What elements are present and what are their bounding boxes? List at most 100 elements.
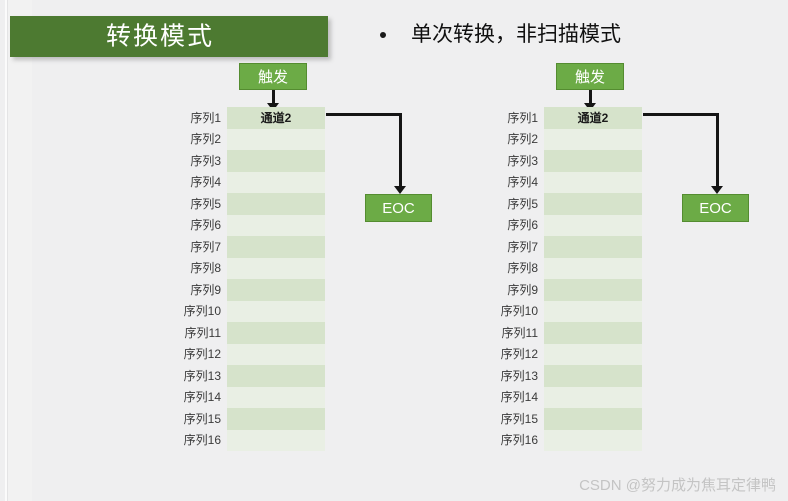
sequence-row-cell (227, 279, 325, 301)
sequence-row-cell (227, 171, 325, 193)
sequence-row-label: 序列13 (500, 368, 538, 383)
sequence-row: 序列11 (472, 322, 644, 344)
trigger-arrow-shaft (272, 90, 275, 105)
sequence-row-label: 序列1 (507, 110, 538, 125)
sequence-row: 序列9 (155, 279, 327, 301)
sequence-row-cell (227, 300, 325, 322)
connector-vertical (399, 113, 402, 188)
sequence-row: 序列5 (472, 193, 644, 215)
sequence-row-label: 序列16 (500, 433, 538, 448)
sequence-row: 序列7 (155, 236, 327, 258)
eoc-box: EOC (365, 194, 432, 222)
sequence-row: 序列9 (472, 279, 644, 301)
sequence-row-cell (544, 300, 642, 322)
sequence-row-cell (544, 322, 642, 344)
sequence-row-cell (544, 214, 642, 236)
sequence-row-cell (227, 214, 325, 236)
sequence-row-label: 序列5 (190, 196, 221, 211)
connector-vertical (716, 113, 719, 188)
sequence-row: 序列16 (155, 429, 327, 451)
sequence-row: 序列3 (155, 150, 327, 172)
sequence-row: 序列1 通道2 (472, 107, 644, 129)
sequence-row-cell (227, 322, 325, 344)
sequence-row: 序列15 (472, 408, 644, 430)
sequence-row: 序列11 (155, 322, 327, 344)
sequence-row-cell (227, 408, 325, 430)
bullet-dot-icon (380, 31, 386, 38)
slide-edge-shadow (7, 0, 8, 501)
sequence-row-label: 序列8 (190, 261, 221, 276)
sequence-row-cell (544, 150, 642, 172)
sequence-row-label: 序列2 (190, 132, 221, 147)
sequence-row-label: 序列12 (183, 347, 221, 362)
bullet-item-label: 单次转换，非扫描模式 (411, 23, 621, 46)
sequence-row-label: 序列7 (190, 239, 221, 254)
sequence-row-label: 序列9 (190, 282, 221, 297)
sequence-row-label: 序列2 (507, 132, 538, 147)
sequence-row-cell (227, 386, 325, 408)
sequence-row: 序列8 (155, 257, 327, 279)
sequence-row: 序列8 (472, 257, 644, 279)
slide-edge-highlight (5, 0, 7, 501)
sequence-row-label: 序列15 (500, 411, 538, 426)
sequence-row-cell (544, 193, 642, 215)
sequence-row-cell (227, 257, 325, 279)
sequence-row: 序列14 (155, 386, 327, 408)
connector-horizontal (643, 113, 719, 116)
sequence-row-label: 序列4 (190, 175, 221, 190)
sequence-row-label: 序列6 (507, 218, 538, 233)
sequence-row-label: 序列1 (190, 110, 221, 125)
sequence-row-cell (544, 408, 642, 430)
sequence-row: 序列5 (155, 193, 327, 215)
sequence-row: 序列10 (472, 300, 644, 322)
sequence-row-cell (227, 150, 325, 172)
sequence-row-label: 序列4 (507, 175, 538, 190)
sequence-row-cell (227, 193, 325, 215)
watermark: CSDN @努力成为焦耳定律鸭 (579, 477, 776, 494)
trigger-arrow-shaft (589, 90, 592, 105)
sequence-row-label: 序列14 (183, 390, 221, 405)
sequence-row: 序列13 (472, 365, 644, 387)
page-title: 转换模式 (105, 22, 214, 50)
sequence-row-label: 序列16 (183, 433, 221, 448)
sequence-row-label: 序列10 (500, 304, 538, 319)
sequence-row: 序列12 (472, 343, 644, 365)
sequence-row-cell (544, 365, 642, 387)
sequence-row: 序列12 (155, 343, 327, 365)
sequence-row-cell (544, 386, 642, 408)
sequence-row-cell (227, 236, 325, 258)
sequence-row-cell (544, 257, 642, 279)
sequence-row-label: 序列14 (500, 390, 538, 405)
sequence-row: 序列14 (472, 386, 644, 408)
sequence-row-cell (227, 343, 325, 365)
sequence-row-cell: 通道2 (227, 107, 325, 129)
sequence-row: 序列10 (155, 300, 327, 322)
sequence-row-cell (544, 279, 642, 301)
sequence-row-label: 序列12 (500, 347, 538, 362)
eoc-box: EOC (682, 194, 749, 222)
sequence-row: 序列2 (155, 128, 327, 150)
sequence-row-cell (544, 171, 642, 193)
connector-arrow-head-icon (711, 186, 723, 194)
sequence-row-label: 序列9 (507, 282, 538, 297)
connector-horizontal (326, 113, 402, 116)
sequence-row: 序列2 (472, 128, 644, 150)
sequence-row-label: 序列3 (190, 153, 221, 168)
sequence-row-cell (544, 236, 642, 258)
sequence-row: 序列6 (472, 214, 644, 236)
sequence-row: 序列6 (155, 214, 327, 236)
sequence-row-cell (544, 128, 642, 150)
sequence-row-label: 序列7 (507, 239, 538, 254)
sequence-row-cell: 通道2 (544, 107, 642, 129)
sequence-row-cell (227, 429, 325, 451)
sequence-row-label: 序列3 (507, 153, 538, 168)
sequence-row-cell (544, 429, 642, 451)
sequence-row: 序列15 (155, 408, 327, 430)
sequence-row-label: 序列15 (183, 411, 221, 426)
page-title-banner: 转换模式 (10, 16, 328, 57)
sequence-table-right: 序列1 通道2 序列2 序列3 序列4 序列5 序列6 序列7 序列8 序列9 序列10 序列11 序列… (472, 107, 644, 451)
sequence-row: 序列3 (472, 150, 644, 172)
sequence-row-cell (227, 128, 325, 150)
